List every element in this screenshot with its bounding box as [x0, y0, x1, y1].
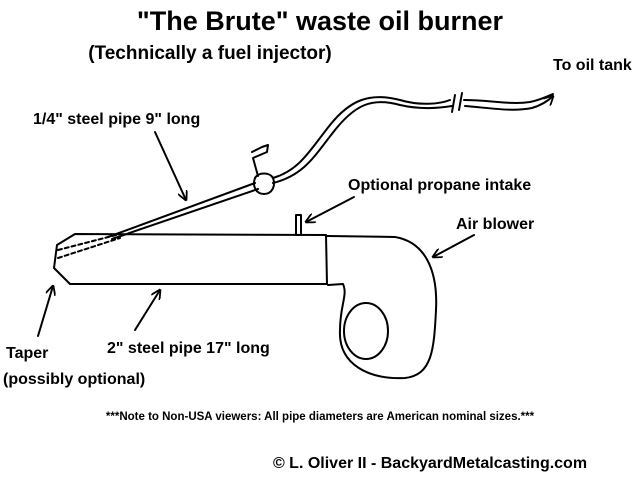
- arrow-main-pipe: [134, 290, 160, 331]
- propane-stub: [295, 214, 302, 236]
- label-main-pipe: 2" steel pipe 17" long: [107, 340, 270, 357]
- pipe-fitting: [253, 172, 275, 195]
- label-taper: Taper: [6, 345, 48, 362]
- arrow-blower: [433, 234, 475, 257]
- arrow-fuel-pipe: [154, 131, 186, 200]
- oil-hose-end: [463, 94, 553, 111]
- label-taper-note: (possibly optional): [3, 371, 145, 388]
- fuel-pipe: [107, 182, 259, 240]
- copyright: © L. Oliver II - BackyardMetalcasting.co…: [273, 455, 587, 472]
- footnote: ***Note to Non-USA viewers: All pipe dia…: [106, 411, 535, 423]
- label-propane: Optional propane intake: [348, 177, 531, 194]
- diagram-subtitle: (Technically a fuel injector): [88, 43, 332, 64]
- label-fuel-pipe: 1/4" steel pipe 9" long: [33, 111, 200, 128]
- label-blower: Air blower: [456, 216, 534, 233]
- arrow-taper: [37, 286, 53, 337]
- hose-break: [451, 92, 463, 113]
- diagram-title: "The Brute" waste oil burner: [137, 6, 504, 36]
- blower-intake: [343, 302, 389, 360]
- air-blower: [326, 235, 438, 380]
- arrow-propane: [306, 196, 355, 222]
- main-pipe: [53, 233, 328, 285]
- valve-handle: [251, 144, 269, 177]
- oil-hose: [272, 96, 453, 184]
- label-oil-tank: To oil tank: [553, 57, 632, 74]
